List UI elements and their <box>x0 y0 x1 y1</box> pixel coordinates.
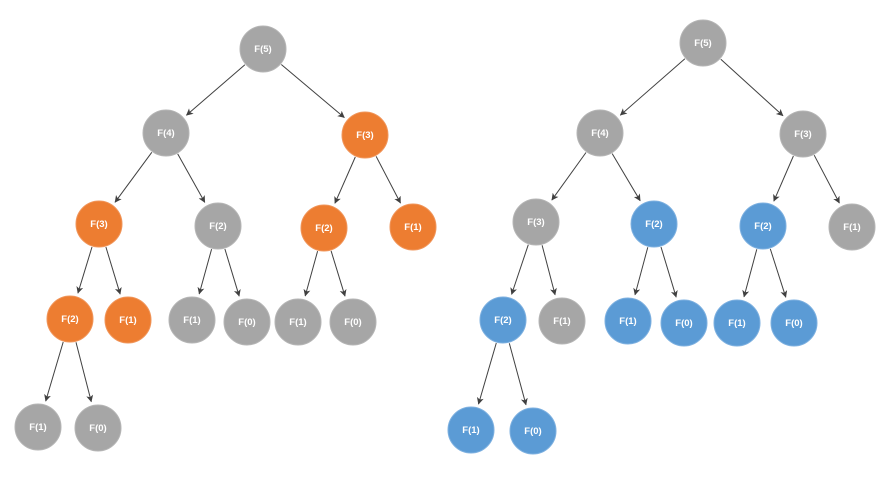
left-tree-node-0-label: F(5) <box>254 44 271 55</box>
right-tree-edge-11-arrow <box>769 248 788 298</box>
left-tree-node-6-label: F(1) <box>404 222 421 233</box>
left-tree-edge-6-arrow <box>76 246 93 294</box>
left-tree-node-8-orange <box>104 296 152 344</box>
left-tree-node-10-label: F(0) <box>238 317 255 328</box>
right-tree-edge-12-arrow <box>476 342 497 405</box>
left-tree-edge-8-arrow <box>197 248 213 295</box>
right-tree-edge-13-arrow <box>508 343 528 406</box>
left-tree-edge-4-arrow <box>334 156 356 204</box>
right-tree-edge-2-arrow <box>551 152 587 201</box>
right-tree-node-7-label: F(2) <box>494 315 511 326</box>
right-tree-node-3-label: F(3) <box>527 217 544 228</box>
left-tree-edge-3-arrow <box>177 153 206 203</box>
right-tree-node-0-gray <box>679 19 727 67</box>
left-tree-node-8-label: F(1) <box>119 315 136 326</box>
right-tree-node-9-blue <box>604 297 652 345</box>
right-tree-edge-6-arrow <box>510 244 529 295</box>
left-tree-edge-10-arrow <box>303 250 319 297</box>
right-tree-edge-4-arrow <box>773 155 794 202</box>
right-tree-node-12-label: F(0) <box>785 318 802 329</box>
left-tree: F(5) F(4) F(3) F(3) F(2) F(2) F(1) F(2) F(1) F(1)… <box>14 25 437 452</box>
right-tree-node-1-label: F(4) <box>591 128 608 139</box>
left-tree-node-13-label: F(1) <box>29 422 46 433</box>
right-tree-node-14-blue <box>509 407 557 455</box>
right-tree-node-3-gray <box>512 198 560 246</box>
left-tree-node-14-gray <box>74 404 122 452</box>
left-tree-node-4-label: F(2) <box>209 221 226 232</box>
left-tree-node-1-label: F(4) <box>157 128 174 139</box>
right-tree-node-2-label: F(3) <box>794 129 811 140</box>
right-tree-node-10-blue <box>660 299 708 347</box>
right-tree-node-1-gray <box>576 109 624 157</box>
left-tree-node-6-orange <box>389 203 437 251</box>
right-tree-node-10-label: F(0) <box>675 318 692 329</box>
left-tree-node-2-orange <box>341 111 389 159</box>
right-tree-edge-3-arrow <box>611 153 641 202</box>
left-tree-node-9-label: F(1) <box>183 315 200 326</box>
right-tree-node-9-label: F(1) <box>619 316 636 327</box>
left-tree-node-4-gray <box>194 202 242 250</box>
right-tree-edge-0-arrow <box>619 58 686 116</box>
left-tree-edge-2-arrow <box>114 152 153 203</box>
left-tree-node-12-label: F(0) <box>344 317 361 328</box>
left-tree-node-3-label: F(3) <box>90 219 107 230</box>
right-tree: F(5) F(4) F(3) F(3) F(2) F(2) F(1) F(2) F(1) F(1)… <box>447 19 876 455</box>
left-tree-node-14-label: F(0) <box>89 423 106 434</box>
left-tree-node-7-orange <box>46 295 94 343</box>
right-tree-edge-1-arrow <box>720 58 784 117</box>
right-tree-node-4-label: F(2) <box>645 219 662 230</box>
right-tree-node-7-blue <box>479 296 527 344</box>
left-tree-node-10-gray <box>223 298 271 346</box>
left-tree-edge-1-arrow <box>280 64 345 118</box>
left-tree-node-13-gray <box>14 403 62 451</box>
left-tree-edge-13-arrow <box>75 342 94 403</box>
right-tree-edge-5-arrow <box>813 154 840 204</box>
right-tree-node-5-label: F(2) <box>754 221 771 232</box>
right-tree-node-6-label: F(1) <box>843 222 860 233</box>
right-tree-node-8-label: F(1) <box>553 316 570 327</box>
left-tree-node-1-gray <box>142 109 190 157</box>
right-tree-edge-8-arrow <box>633 247 649 296</box>
right-tree-node-13-blue <box>447 406 495 454</box>
left-tree-edge-12-arrow <box>44 341 64 402</box>
right-tree-node-0-label: F(5) <box>694 38 711 49</box>
left-tree-node-5-orange <box>300 204 348 252</box>
right-tree-edge-10-arrow <box>742 249 758 298</box>
left-tree-node-11-gray <box>274 298 322 346</box>
right-tree-node-8-gray <box>538 297 586 345</box>
left-tree-node-3-orange <box>75 200 123 248</box>
right-tree-node-12-blue <box>770 299 818 347</box>
left-tree-node-11-label: F(1) <box>289 317 306 328</box>
right-tree-node-13-label: F(1) <box>462 425 479 436</box>
right-tree-node-11-blue <box>713 299 761 347</box>
right-tree-edge-9-arrow <box>660 246 678 298</box>
right-tree-node-4-blue <box>630 200 678 248</box>
right-tree-node-6-gray <box>828 203 876 251</box>
right-tree-edge-7-arrow <box>541 245 557 296</box>
right-tree-node-5-blue <box>739 202 787 250</box>
left-tree-node-12-gray <box>329 298 377 346</box>
right-tree-node-2-gray <box>779 110 827 158</box>
left-tree-edge-0-arrow <box>186 64 246 116</box>
left-tree-edge-11-arrow <box>330 250 347 297</box>
left-tree-edge-5-arrow <box>375 156 401 204</box>
left-tree-node-5-label: F(2) <box>315 223 332 234</box>
right-tree-node-14-label: F(0) <box>524 426 541 437</box>
left-tree-node-0-gray <box>239 25 287 73</box>
left-tree-edge-7-arrow <box>105 246 122 295</box>
left-tree-node-2-label: F(3) <box>356 130 373 141</box>
left-tree-node-7-label: F(2) <box>61 314 78 325</box>
left-tree-edge-9-arrow <box>224 248 241 297</box>
right-tree-node-11-label: F(1) <box>728 318 745 329</box>
left-tree-node-9-gray <box>168 296 216 344</box>
